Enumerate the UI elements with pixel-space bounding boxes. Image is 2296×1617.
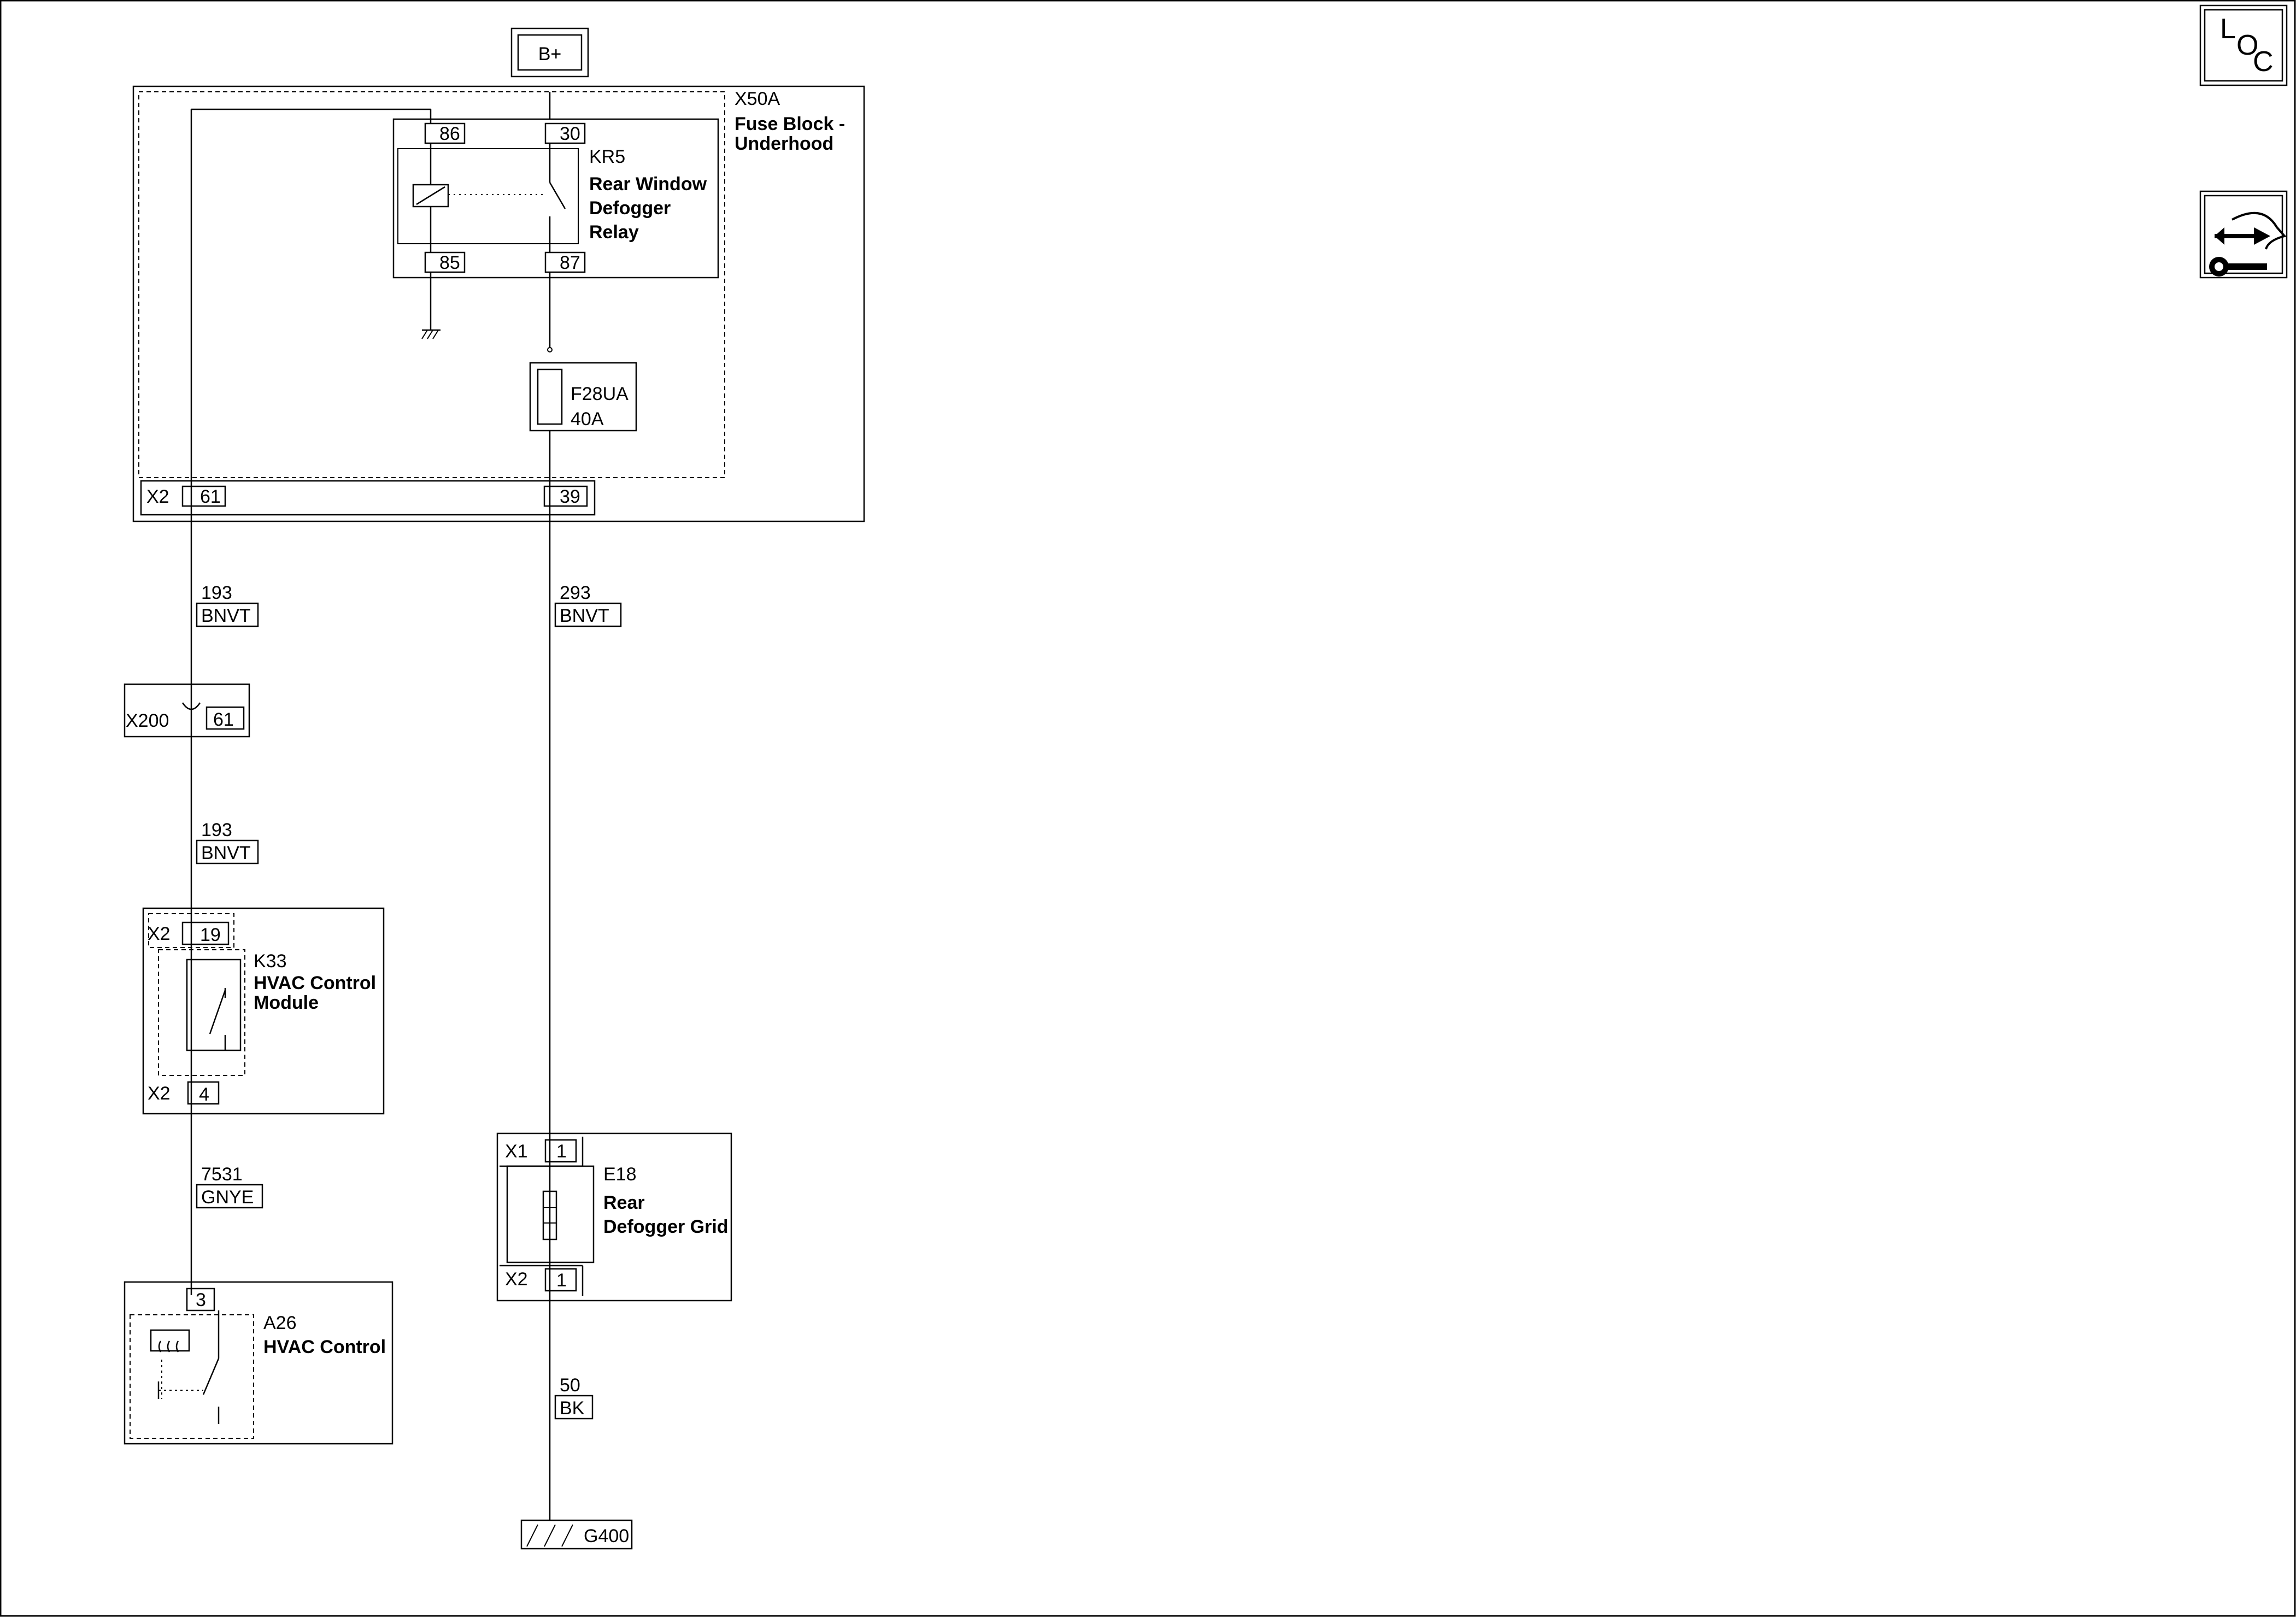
rear-defog-button-icon xyxy=(150,1329,190,1353)
relay-pin-87-label: 87 xyxy=(560,252,580,273)
wire-293-color: BNVT xyxy=(560,605,609,626)
g400-label: G400 xyxy=(584,1526,629,1547)
e18-x2-pin-box xyxy=(544,1268,577,1292)
loc-letter-l: L xyxy=(2220,13,2236,45)
x200-pin-label: 61 xyxy=(213,709,234,730)
wire-50-color: BK xyxy=(560,1398,585,1419)
ground-g400: G400 xyxy=(520,1519,633,1550)
fuse-block-name-1: Fuse Block - xyxy=(735,114,845,134)
connector-repair-icon[interactable] xyxy=(2199,190,2288,279)
fuse-ref: F28UA xyxy=(571,384,629,404)
loc-letter-c: C xyxy=(2253,46,2274,78)
relay-pin-30-box xyxy=(544,122,586,144)
k33-name-2: Module xyxy=(254,992,319,1013)
relay-pin-86-box xyxy=(424,122,466,144)
e18-name-2: Defogger Grid xyxy=(603,1216,729,1237)
relay-name-2: Defogger xyxy=(589,198,671,219)
wire-193-upper-color: BNVT xyxy=(201,605,251,626)
x200-pin-box xyxy=(205,706,245,730)
k33-pin-19-label: 19 xyxy=(200,925,221,945)
fuse-block-x2-connector xyxy=(140,480,596,516)
relay-kr5: KR5 Rear Window Defogger Relay 86 30 85 … xyxy=(392,118,719,279)
x200-ref: X200 xyxy=(126,710,169,731)
k33-pin-4-label: 4 xyxy=(199,1084,209,1105)
pin-61-box xyxy=(181,485,226,507)
wire-label-193-upper: 193 BNVT xyxy=(196,583,259,627)
relay-pin-85-label: 85 xyxy=(439,252,460,273)
e18-x1-pin-box xyxy=(544,1139,577,1163)
k33-name-1: HVAC Control xyxy=(254,973,376,993)
inline-connector-x200: X200 61 xyxy=(124,683,250,738)
e18-ref: E18 xyxy=(603,1164,637,1185)
k33-x2-top-label: X2 xyxy=(148,924,171,944)
relay-pin-85-box xyxy=(424,251,466,273)
location-icon[interactable]: L O C xyxy=(2199,4,2288,86)
wire-193-upper-circuit: 193 xyxy=(201,583,232,603)
e18-x1-label: X1 xyxy=(505,1141,528,1162)
wire-193-lower-circuit: 193 xyxy=(201,820,232,840)
wire-293-circuit: 293 xyxy=(560,583,591,603)
defogger-grid-e18: X1 1 E18 Rear Defogger Grid X2 1 xyxy=(496,1132,732,1302)
e18-element-box xyxy=(506,1165,595,1263)
relay-pin-86-label: 86 xyxy=(439,124,460,144)
wire-50-circuit: 50 xyxy=(560,1375,580,1396)
a26-pin-3-box xyxy=(186,1287,215,1312)
relay-pin-30-label: 30 xyxy=(560,124,580,144)
fuse-f28ua: F28UA 40A xyxy=(529,347,637,432)
fuse-block-x50a: X50A Fuse Block - Underhood X2 61 39 xyxy=(132,85,865,522)
k33-x2-bottom-label: X2 xyxy=(148,1083,171,1104)
pin-39-label: 39 xyxy=(560,486,580,507)
pin-39-box xyxy=(543,485,588,507)
fuse-element xyxy=(537,368,563,425)
k33-switch-box xyxy=(186,959,242,1051)
e18-heater-element xyxy=(542,1190,557,1240)
a26-name: HVAC Control xyxy=(263,1337,386,1357)
k33-ref: K33 xyxy=(254,951,287,972)
relay-ref: KR5 xyxy=(589,146,625,167)
hvac-control-a26: 3 A26 HVAC Control xyxy=(124,1281,394,1445)
hvac-module-k33: X2 19 K33 HVAC Control Module X2 4 xyxy=(142,907,385,1115)
wire-193-lower-color: BNVT xyxy=(201,843,251,863)
wire-label-193-lower: 193 BNVT xyxy=(196,820,259,865)
fuse-block-ref: X50A xyxy=(735,89,780,109)
e18-x2-label: X2 xyxy=(505,1269,528,1290)
fuse-rating: 40A xyxy=(571,409,604,430)
pin-61-label: 61 xyxy=(200,486,221,507)
relay-ground-symbol xyxy=(421,272,441,339)
a26-pin-3-label: 3 xyxy=(196,1290,206,1310)
wire-label-293: 293 BNVT xyxy=(554,583,622,627)
wire-label-50: 50 BK xyxy=(554,1375,594,1420)
wire-control-loop xyxy=(190,108,432,1295)
power-source: B+ xyxy=(510,27,589,78)
fuse-block-x2-label: X2 xyxy=(146,486,169,507)
power-label: B+ xyxy=(538,44,562,64)
e18-name-1: Rear xyxy=(603,1192,645,1213)
wire-7531-circuit: 7531 xyxy=(201,1164,243,1185)
relay-pin-87-box xyxy=(544,251,586,273)
loc-letter-o: O xyxy=(2236,30,2258,61)
a26-ref: A26 xyxy=(263,1313,297,1333)
wire-7531-color: GNYE xyxy=(201,1187,254,1208)
relay-name-3: Relay xyxy=(589,222,639,243)
relay-name-1: Rear Window xyxy=(589,174,707,195)
e18-x1-pin-label: 1 xyxy=(556,1141,567,1162)
k33-pin-19-box xyxy=(181,921,230,945)
fuse-block-name-2: Underhood xyxy=(735,133,833,154)
k33-pin-4-box xyxy=(187,1081,220,1105)
e18-x2-pin-label: 1 xyxy=(556,1270,567,1291)
wire-label-7531: 7531 GNYE xyxy=(196,1164,263,1209)
